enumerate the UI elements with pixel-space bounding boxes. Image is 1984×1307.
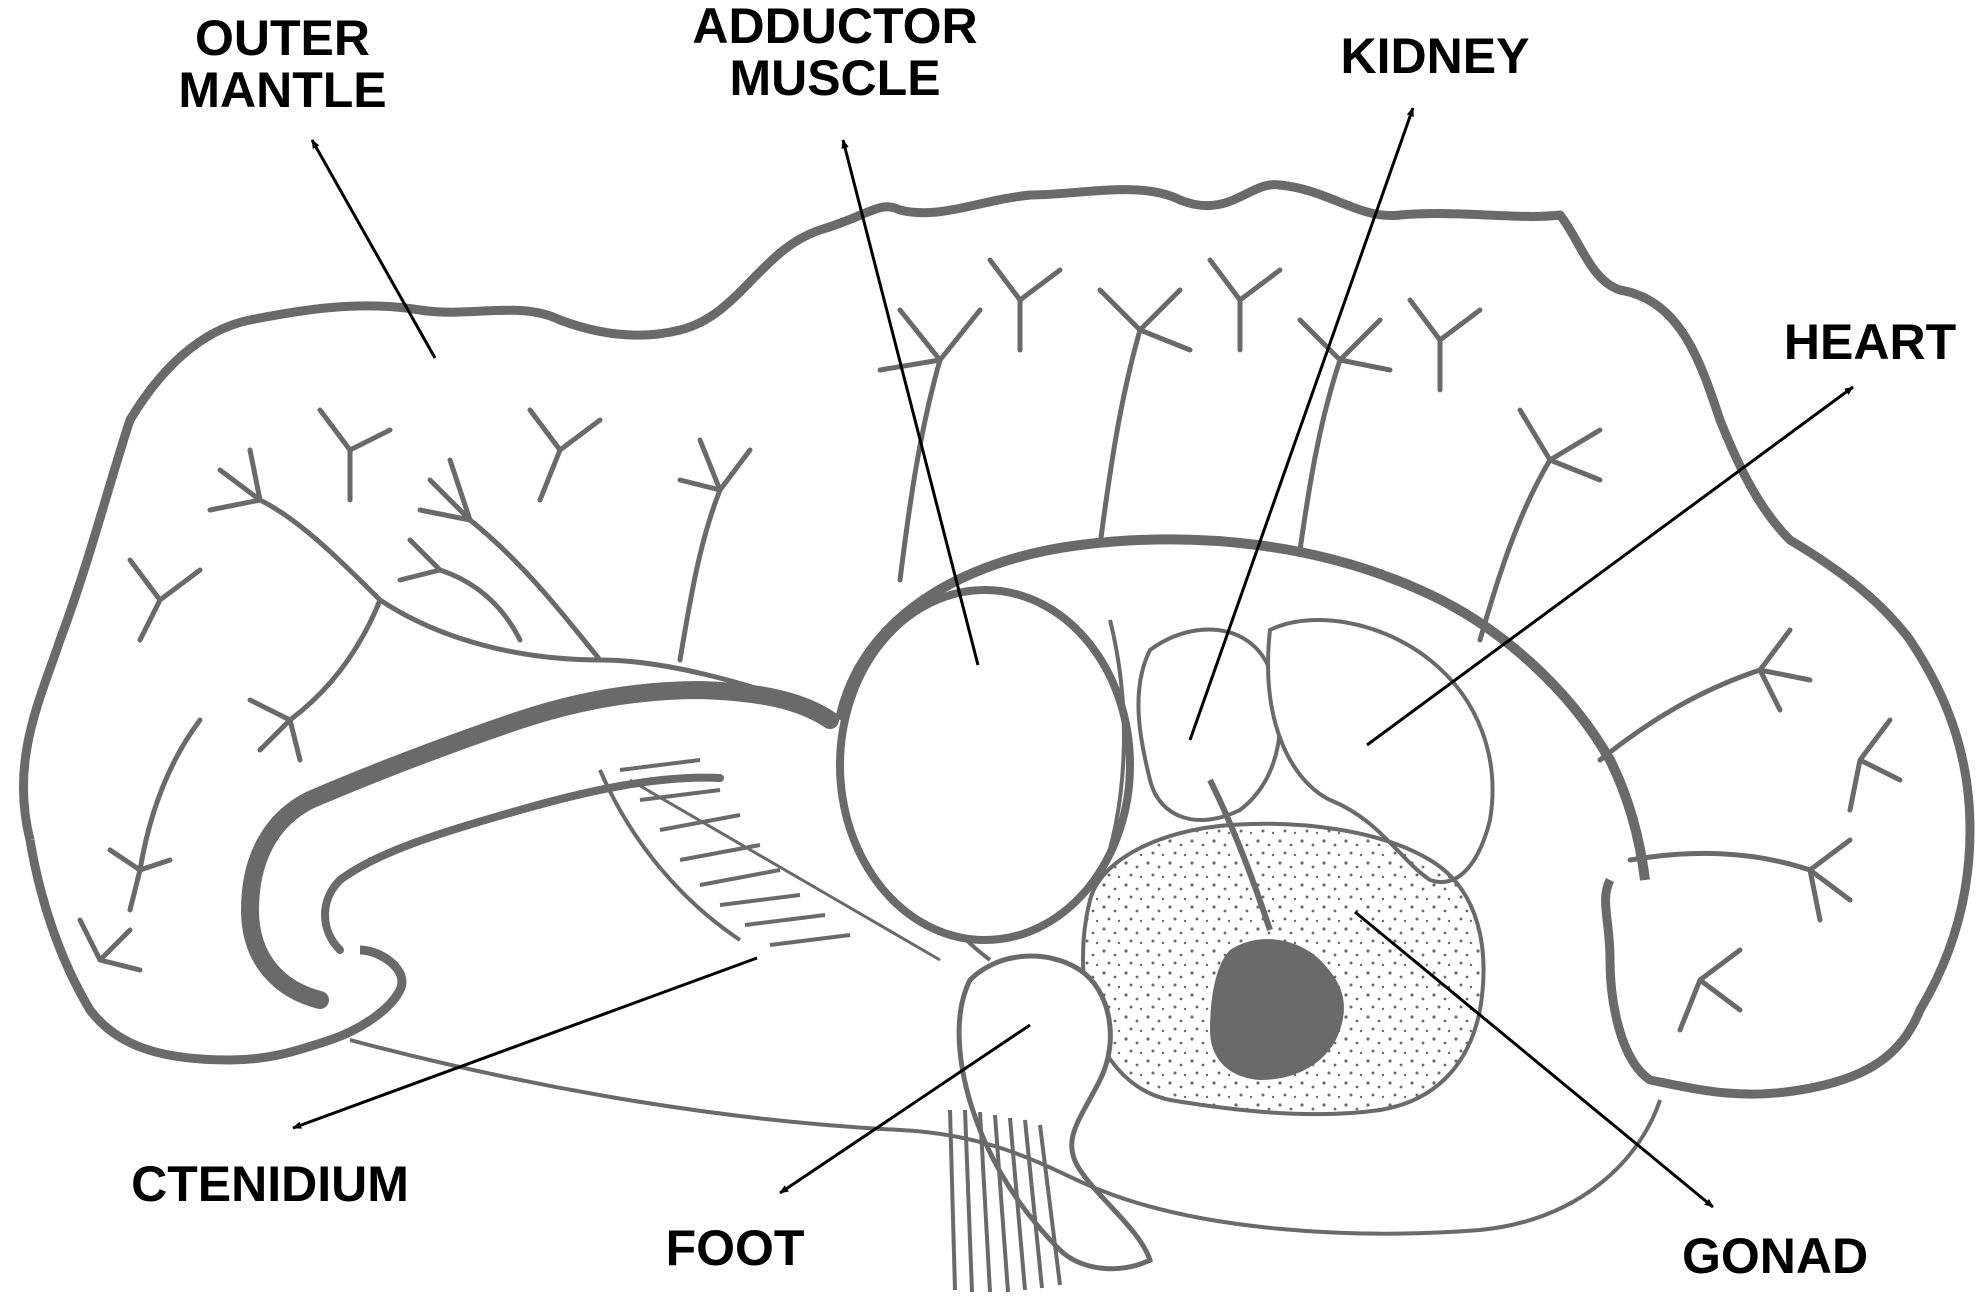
- label-foot-text: FOOT: [665, 1220, 805, 1276]
- arrow-foot: [779, 1023, 1031, 1195]
- label-ctenidium: CTENIDIUM: [110, 1158, 430, 1210]
- label-adductor-muscle-line2: MUSCLE: [729, 50, 941, 106]
- label-gonad-text: GONAD: [1681, 1228, 1869, 1284]
- ctenidium-gill: [598, 758, 992, 962]
- arrow-ctenidium: [292, 956, 758, 1130]
- label-outer-mantle-line1: OUTER: [195, 10, 370, 66]
- mantle-vessels-right: [877, 257, 1903, 1033]
- arrow-kidney: [1188, 107, 1415, 741]
- gonad-dark-mass: [1210, 939, 1344, 1080]
- label-foot: FOOT: [645, 1222, 825, 1274]
- arrow-heart: [1366, 385, 1854, 747]
- leader-arrows: [292, 107, 1854, 1209]
- label-heart: HEART: [1770, 316, 1970, 368]
- label-outer-mantle-line2: MANTLE: [178, 62, 387, 118]
- inner-mantle-band: [240, 680, 839, 1009]
- label-adductor-muscle: ADDUCTOR MUSCLE: [670, 0, 1000, 104]
- adductor-muscle-inner: [1098, 619, 1126, 881]
- byssal-threads: [948, 1109, 1062, 1293]
- heart-shape: [1266, 618, 1495, 884]
- label-gonad: GONAD: [1665, 1230, 1885, 1282]
- label-outer-mantle: OUTER MANTLE: [170, 12, 395, 116]
- arrow-outer-mantle: [310, 139, 437, 359]
- label-adductor-muscle-line1: ADDUCTOR: [692, 0, 978, 54]
- label-kidney-text: KIDNEY: [1340, 28, 1530, 84]
- label-kidney: KIDNEY: [1325, 30, 1545, 82]
- outer-mantle-lower-edge: [25, 839, 407, 1065]
- arrow-adductor-muscle: [841, 139, 980, 666]
- arrow-gonad: [1354, 910, 1714, 1209]
- label-ctenidium-text: CTENIDIUM: [131, 1156, 409, 1212]
- inner-mantle-band-2: [321, 773, 724, 954]
- gonad-duct: [1207, 778, 1273, 931]
- mantle-vessels-left: [77, 407, 823, 973]
- outer-mantle-outline: [19, 180, 1975, 1099]
- label-heart-text: HEART: [1783, 314, 1957, 370]
- lower-body-outline: [349, 1038, 1662, 1236]
- visceral-arc: [835, 534, 1650, 881]
- adductor-muscle-shape: [836, 586, 1134, 944]
- kidney-shape: [1136, 627, 1282, 822]
